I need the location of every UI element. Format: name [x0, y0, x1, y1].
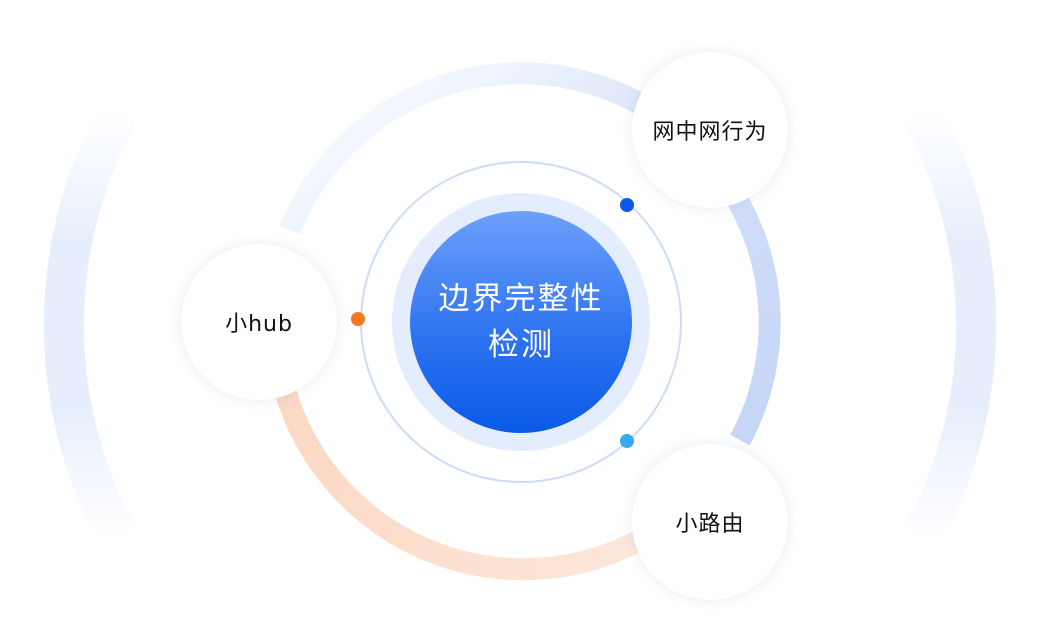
outer-right-arc: [902, 100, 997, 550]
node-label: 小路由: [675, 512, 745, 537]
halo-ring: [392, 193, 650, 451]
node-label: 小hub: [225, 312, 293, 337]
outer-left-arc: [43, 100, 138, 550]
orange-ring-arc: [274, 386, 646, 581]
center-title-line1: 边界完整性: [438, 281, 604, 317]
node-small-router[interactable]: 小路由: [632, 444, 788, 600]
center-circle: 边界完整性 检测: [410, 211, 632, 433]
node-small-hub[interactable]: 小hub: [181, 244, 337, 400]
dot-net-in-net: [620, 198, 634, 212]
node-label: 网中网行为: [652, 120, 768, 145]
node-net-in-net[interactable]: 网中网行为: [632, 52, 788, 208]
center-title-line2: 检测: [488, 327, 554, 363]
dot-small-hub: [351, 312, 365, 326]
dot-small-router: [620, 434, 634, 448]
